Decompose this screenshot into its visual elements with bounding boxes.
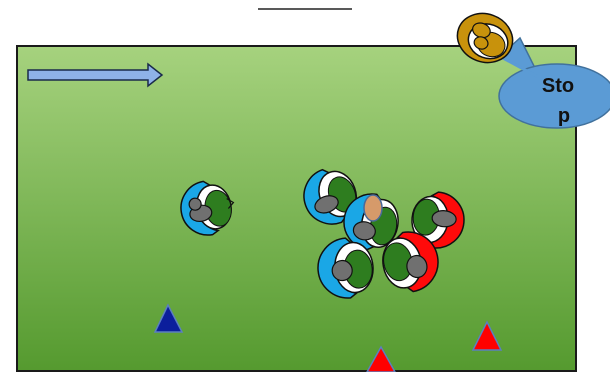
player-blue-icon xyxy=(317,237,374,299)
cone-blue-icon xyxy=(153,303,184,333)
pitch xyxy=(16,45,577,372)
coach-icon xyxy=(456,12,514,64)
cone-red-icon xyxy=(471,320,503,351)
callout-line-1: Sto xyxy=(542,75,574,97)
callout-line-2: p xyxy=(558,105,570,127)
player-red-icon xyxy=(411,191,465,249)
direction-arrow-icon xyxy=(27,62,164,88)
players xyxy=(180,168,465,299)
player-red-icon xyxy=(382,231,439,293)
ball-icon xyxy=(363,194,383,222)
cone-red-icon xyxy=(366,345,396,372)
speech-bubble-icon: Sto p xyxy=(498,36,610,129)
player-blue-icon xyxy=(180,180,235,236)
